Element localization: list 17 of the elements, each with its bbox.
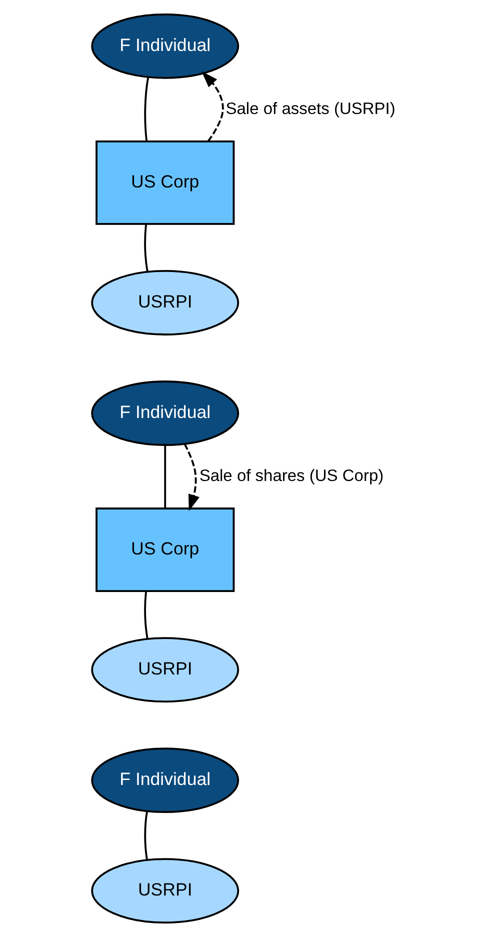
connector [144,223,148,272]
node-ellipse: USRPI [91,636,240,702]
node-ellipse: F Individual [91,380,240,446]
connector [144,76,150,141]
edge-label: Sale of shares (US Corp) [199,466,384,485]
node-ellipse: F Individual [91,747,240,813]
node-box: US Corp [96,140,235,224]
node-ellipse: USRPI [91,270,240,335]
arrow [184,442,200,511]
connector [144,810,148,860]
node-box: US Corp [96,507,235,592]
connector [144,590,148,638]
edge-label: Sale of assets (USRPI) [226,99,396,118]
node-ellipse: USRPI [91,858,240,924]
arrow [202,70,224,142]
node-ellipse: F Individual [91,12,240,78]
connector [164,444,166,508]
